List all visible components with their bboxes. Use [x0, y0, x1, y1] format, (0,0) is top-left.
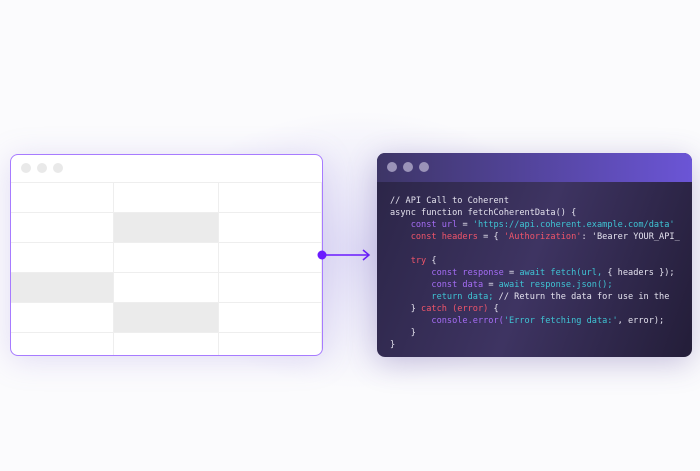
code-token: } [390, 328, 416, 338]
code-token: : 'Bearer YOUR_API_ [581, 232, 680, 242]
code-line: const response = await fetch(url, { head… [390, 267, 680, 279]
code-token: console.error( [390, 316, 504, 326]
connector-arrow [317, 249, 371, 261]
code-token: const headers [390, 232, 484, 242]
code-token: 'https://api.coherent.example.com/data' [472, 220, 675, 230]
code-token: } [390, 340, 396, 350]
code-token: await fetch(url, [519, 268, 608, 278]
code-line: } [390, 327, 680, 339]
table-cell [219, 273, 322, 303]
code-token: const response [390, 268, 509, 278]
code-line: } [390, 339, 680, 351]
code-window: // API Call to Coherent async function fe… [377, 153, 692, 357]
code-line: const data = await response.json(); [390, 279, 680, 291]
table-window [10, 154, 323, 356]
code-token: return data; [390, 292, 499, 302]
code-block: // API Call to Coherent async function fe… [390, 195, 680, 351]
code-line: try { [390, 255, 680, 267]
code-line: console.error('Error fetching data:', er… [390, 315, 680, 327]
code-token: = { [483, 232, 504, 242]
table-cell [114, 213, 219, 243]
table-cell [114, 333, 219, 355]
code-token: { [493, 304, 499, 314]
code-line: async function fetchCoherentData() { [390, 207, 680, 219]
code-line: const headers = { 'Authorization': 'Bear… [390, 231, 680, 243]
table-cell [114, 303, 219, 333]
window-dot [37, 163, 47, 173]
code-token: , error); [617, 316, 665, 326]
table-cell [11, 183, 114, 213]
code-token: } [390, 304, 422, 314]
code-token: async function fetchCoherentData() { [390, 208, 577, 218]
table-cell [219, 183, 322, 213]
window-dot [419, 162, 429, 172]
code-token: // Return the data for use in the [498, 292, 675, 302]
table-cell [11, 333, 114, 355]
code-line: } catch (error) { [390, 303, 680, 315]
code-line: // API Call to Coherent [390, 195, 680, 207]
code-token: { headers }); [607, 268, 675, 278]
table-cell [11, 213, 114, 243]
table-cell [11, 273, 114, 303]
table-cell [219, 213, 322, 243]
table-cell [114, 273, 219, 303]
table-cell [11, 243, 114, 273]
window-dot [21, 163, 31, 173]
table-cell [219, 333, 322, 355]
window-title-bar [11, 155, 322, 183]
table-cell [219, 303, 322, 333]
code-token: await response.json(); [498, 280, 613, 290]
window-dot [53, 163, 63, 173]
table-cell [219, 243, 322, 273]
code-token: 'Error fetching data:' [503, 316, 618, 326]
code-token: // API Call to Coherent [390, 196, 509, 206]
code-line [390, 243, 680, 255]
code-line: const url = 'https://api.coherent.exampl… [390, 219, 680, 231]
window-dot [387, 162, 397, 172]
code-token: const data [390, 280, 489, 290]
code-token: 'Authorization' [503, 232, 582, 242]
code-token: = [509, 268, 520, 278]
code-token: = [462, 220, 473, 230]
window-dot [403, 162, 413, 172]
code-token: = [488, 280, 499, 290]
code-token: try [390, 256, 432, 266]
table-cell [114, 183, 219, 213]
table-cell [114, 243, 219, 273]
code-token: const url [390, 220, 463, 230]
arrow-head-icon [362, 249, 371, 261]
data-table [11, 183, 322, 355]
code-token: { [431, 256, 437, 266]
code-token: catch (error) [421, 304, 494, 314]
table-cell [11, 303, 114, 333]
code-title-bar [377, 153, 692, 182]
code-line: return data; // Return the data for use … [390, 291, 680, 303]
